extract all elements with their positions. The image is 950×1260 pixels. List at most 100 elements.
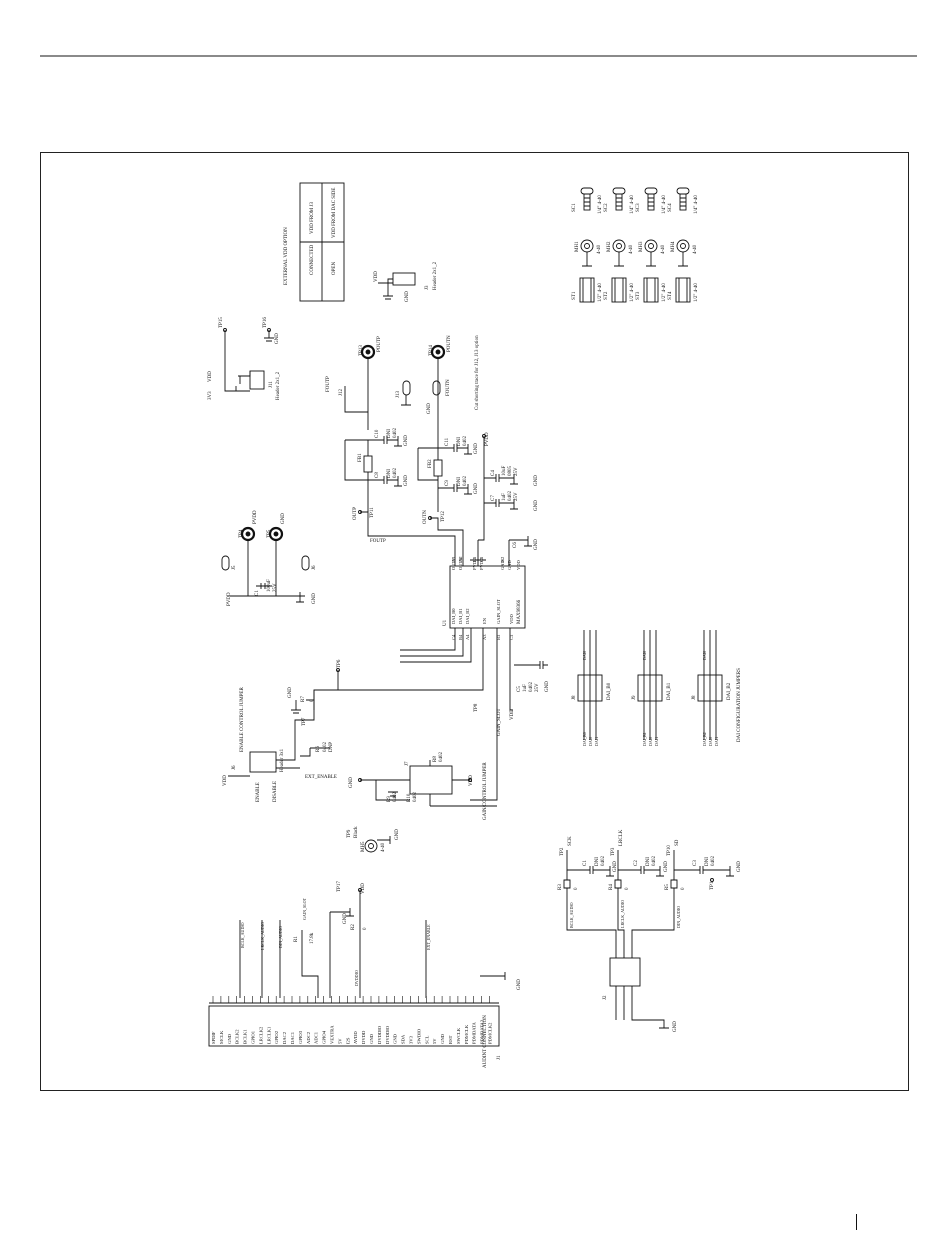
pvdd-in: PVDD [227,592,232,606]
dai-j9-net-0: DAI_B1 [642,732,647,746]
mh2-spec: 4-40 [629,244,634,254]
st1-spec: 1/2" 4-40 [598,283,603,302]
standoff-st4 [675,277,691,303]
sc4-label: SC4 [668,203,673,212]
ext-enable-net: EXT_ENABLE [305,775,337,780]
c11-label: C11 [445,437,450,446]
tp16-gnd: GND [275,333,280,344]
j3-label: J3 [425,285,430,290]
standoff-st1 [579,277,595,303]
audint-connector-j1 [208,1005,500,1047]
ic-pin-gain-slot: GAIN_SLOT [496,599,501,624]
j11-3v3: 3V3 [208,391,213,400]
sc3-spec: 1/4" 4-40 [662,195,667,214]
schematic-frame [40,152,909,1091]
audint-signal: SPDIF [211,1031,216,1044]
st4-label: ST4 [668,291,673,300]
c3-lower-gnd: GND [737,861,742,872]
dvddio-net: DVDDIO [354,970,359,986]
tp5-label: TP5 [267,529,272,538]
sc4-spec: 1/4" 4-40 [694,195,699,214]
tp9-name: Black [354,826,359,838]
c5-v: 25V [535,683,540,692]
dai-title: DAI CONFIGURATION JUMPERS [737,668,742,742]
audint-vdd: VDD [361,883,366,894]
tp13-name: POUTP [377,336,382,352]
c11-val: DNI [457,437,462,446]
ic-pin-b4: B4 [458,634,463,640]
audint-signal: 3V3 [409,1035,414,1044]
r9-val: 0402 [393,792,398,803]
tp9-label: TP9 [347,829,352,838]
audint-signal: DVDDIO [377,1025,382,1044]
ic-pin-c1: C1 [479,557,484,562]
audint-signal: VEXTRA [330,1025,335,1044]
header-rule [40,55,917,57]
dai-j10-net-0: DAI_B2 [702,732,707,746]
c7-label: C7 [491,495,496,501]
c5-gnd: GND [545,681,550,692]
c8-pkg: 0402 [393,468,398,479]
sc2-label: SC2 [604,203,609,212]
sc1-label: SC1 [572,203,577,212]
j6-enable-label: J6 [232,765,237,770]
r10-label: R10 [407,793,412,802]
audint-signal: PDMCLK2 [488,1022,493,1044]
tp14-name: POUTN [447,335,452,352]
ext-vdd-cell-open: OPEN [332,262,337,275]
sc3-label: SC3 [636,203,641,212]
c2-lower-val: DNI [646,857,651,866]
audint-signal: SWCLK [456,1027,461,1044]
dai-j10-ref: J8 [692,695,697,700]
ext-vdd-cell-dac-side: VDD FROM DAC SIDE [332,188,337,238]
st3-spec: 1/2" 4-40 [662,283,667,302]
c11-gnd: GND [474,443,479,454]
dai-j8-net-1: DAI0 [588,737,593,746]
audint-net-ext-enable: EXT_ENABLE [426,924,431,950]
screw-sc2 [612,187,626,211]
c4-pkg: 0805 [508,466,513,477]
dai-j9-net-2: DAI1 [654,737,659,746]
audint-signal: 5V [432,1038,437,1044]
tp15-label: TP15 [219,317,224,328]
max98366-ic [449,565,526,629]
audint-signal: GND [369,1033,374,1044]
screw-sc1 [580,187,594,211]
j2-gnd: GND [673,1021,678,1032]
c1-lower-pkg: 0402 [601,856,606,867]
c9-label: C9 [445,480,450,486]
c7-gnd: GND [534,500,539,511]
ic-pin-a2: A2 [458,557,463,563]
enable-gnd: GND [288,687,293,698]
ic-pin-b1-name: PVDD [472,557,477,570]
foutn-label: FOUTN [446,379,451,396]
tp4-label: TP4 [239,529,244,538]
screw-sc4 [676,187,690,211]
j12-gnd: GND [427,403,432,414]
r1-label: R1 [294,936,299,942]
standoff-st3 [643,277,659,303]
din-audio-net: DIN_AUDIO [676,906,681,928]
ic-pin-c4: C4 [451,634,456,640]
standoff-st2 [611,277,627,303]
ic-ref: U1 [443,619,448,626]
disable-pin-label: DISABLE [273,781,278,802]
r6-note: DNP [329,742,334,752]
c3-lower-label: C3 [693,860,698,866]
c1-lower-label: C1 [583,860,588,866]
c2-lower-label: C2 [634,860,639,866]
j5-jumper [221,555,230,571]
r8-val: 0402 [439,752,444,763]
mh2-label: MH2 [607,241,612,252]
ic-pin-c3: C3 [509,634,514,640]
ic-pin-a4: A4 [465,634,470,640]
tp11-label: TP11 [370,507,375,518]
ic-pin-c1-name: PVDD [479,557,484,570]
audint-signal: GND [440,1033,445,1044]
j6-enable-type: Header 3x1 [280,748,285,772]
c1-power-v: 25V [273,583,278,592]
pvdd-top: PVDD [485,432,490,446]
